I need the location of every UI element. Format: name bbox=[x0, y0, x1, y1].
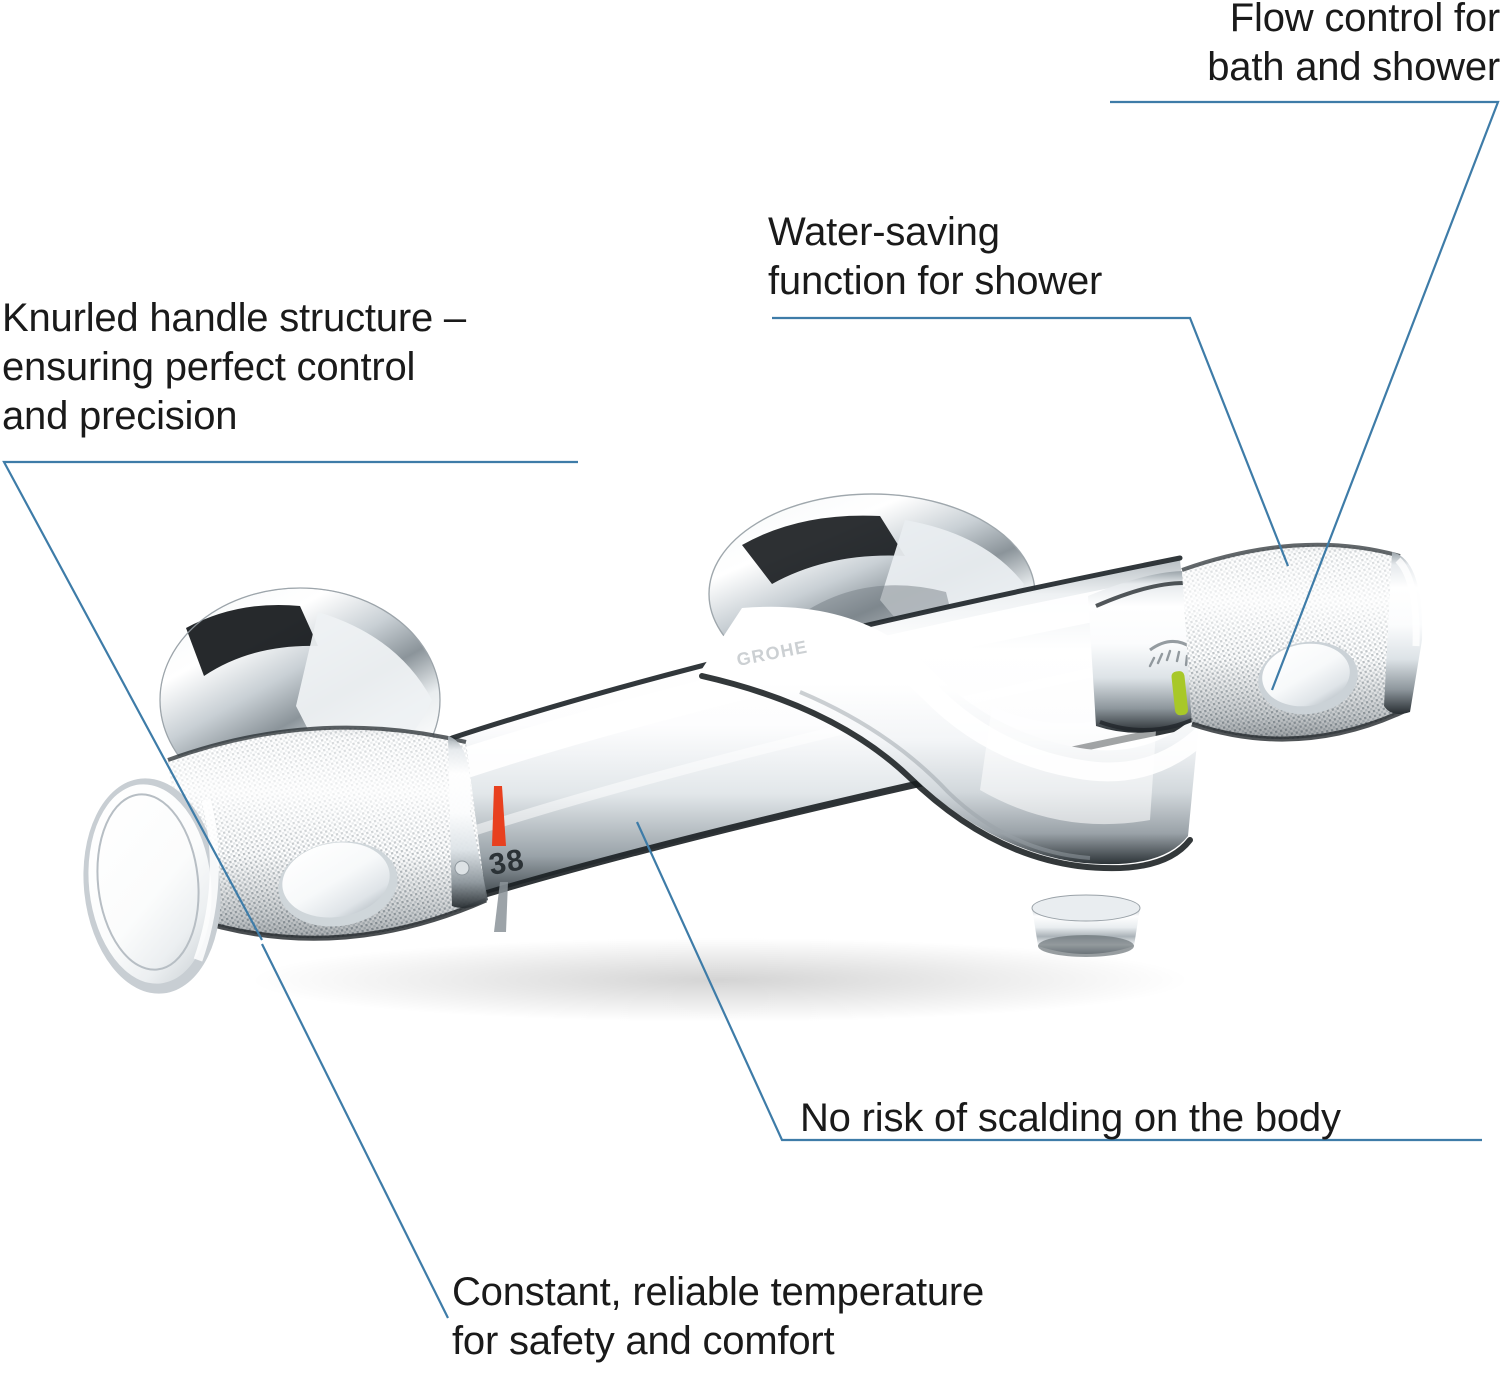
callout-knurled-handle: Knurled handle structure – ensuring perf… bbox=[2, 296, 466, 438]
callout-no-scalding: No risk of scalding on the body bbox=[800, 1096, 1341, 1140]
spout-outlet bbox=[1031, 894, 1141, 957]
callout-constant-temperature: Constant, reliable temperature for safet… bbox=[452, 1270, 985, 1363]
left-handle-end-cap bbox=[83, 778, 221, 994]
callout-water-saving: Water-saving function for shower bbox=[768, 210, 1103, 303]
svg-text:38: 38 bbox=[486, 843, 527, 882]
callout-flow-control: Flow control for bath and shower bbox=[1207, 0, 1500, 89]
